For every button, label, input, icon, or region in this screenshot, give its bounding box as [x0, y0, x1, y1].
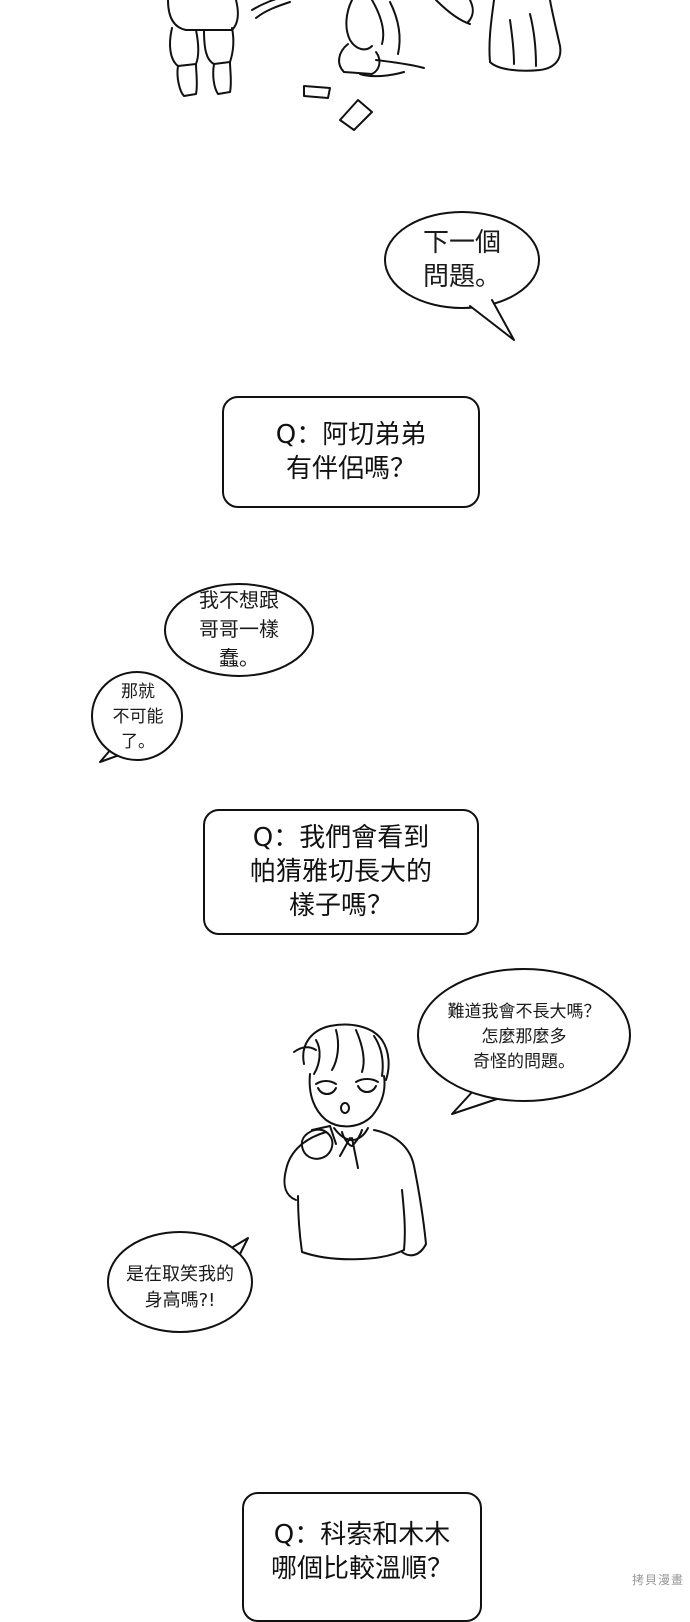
boy-character-drawing [283, 1023, 427, 1261]
question-box-grow-up: Q：我們會看到 帕猜雅切長大的 樣子嗎？ [203, 809, 479, 935]
question-box-gentle: Q：科索和木木 哪個比較溫順？ [242, 1492, 482, 1622]
speech-bubble-wont-grow: 難道我會不長大嗎？ 怎麼那麼多 奇怪的問題。 [447, 1002, 601, 1072]
top-left-figure-drawing [167, 0, 291, 97]
speech-bubble-next-question: 下一個 問題。 [422, 228, 501, 292]
question-box-partner: Q：阿切弟弟 有伴侶嗎？ [222, 396, 480, 508]
top-right-figure-drawing [435, 0, 562, 72]
watermark: 拷貝漫畫 [631, 1573, 684, 1587]
speech-bubble-mocking-height: 是在取笑我的 身高嗎?! [126, 1264, 234, 1311]
top-middle-figure-drawing [338, 0, 425, 78]
card-drawing [303, 85, 331, 99]
speech-bubble-dont-want: 我不想跟 哥哥一樣 蠢。 [199, 588, 279, 670]
card-drawing [339, 99, 373, 131]
speech-bubble-then-impossible: 那就 不可能 了。 [112, 682, 164, 752]
